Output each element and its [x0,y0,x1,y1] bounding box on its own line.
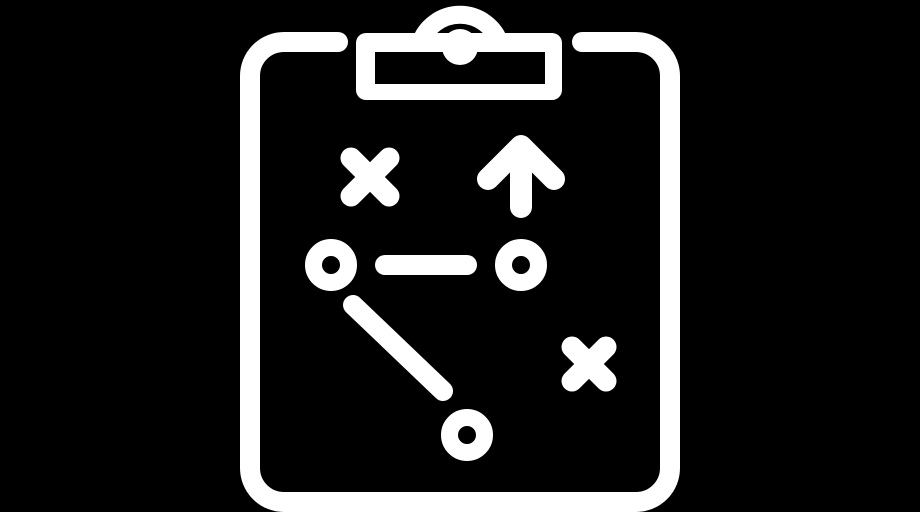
clip-dot-icon [442,29,478,65]
x-marker-bottom-right-icon [561,336,617,392]
clipboard-board-outline [240,32,680,512]
clip-arc-icon [411,5,509,48]
play-diagram [305,135,617,461]
clipboard-board [240,32,680,512]
o-marker-right-icon [495,239,547,291]
arrow-up-icon [477,135,565,218]
x-marker-top-left-icon [340,147,400,207]
o-marker-bottom-icon [441,409,493,461]
clip-plate-icon [356,33,562,100]
clipboard-clip [356,5,562,100]
diagonal-pass-line [343,295,453,401]
o-marker-left-icon [305,239,357,291]
